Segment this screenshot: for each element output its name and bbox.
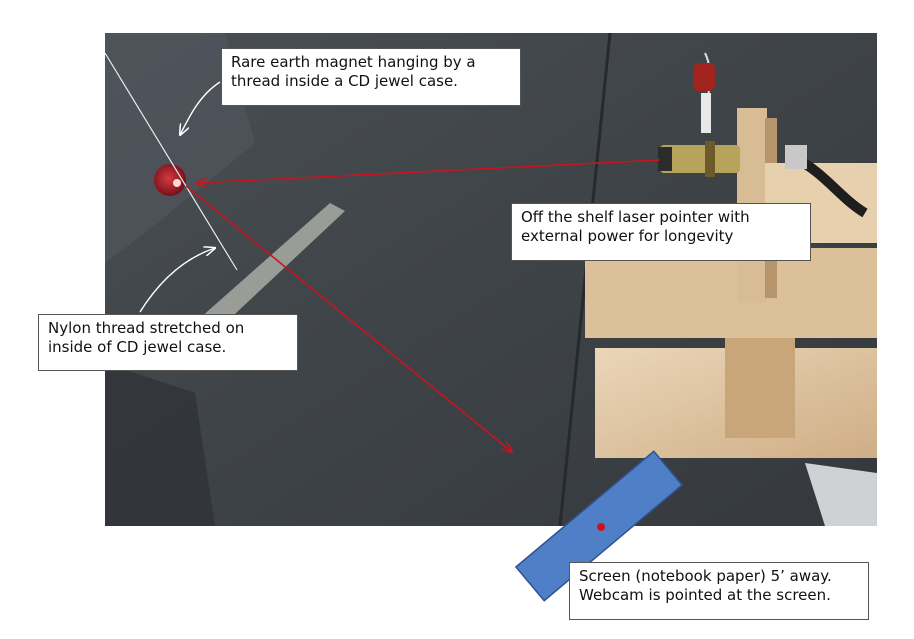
callout-nylon-thread: Nylon thread stretched on inside of CD j… bbox=[38, 314, 298, 371]
callout-laser-line2: external power for longevity bbox=[521, 227, 734, 245]
laser-beam-reflected-arrow bbox=[185, 185, 512, 452]
callout-laser-pointer: Off the shelf laser pointer with externa… bbox=[511, 203, 811, 261]
nylon-thread bbox=[105, 52, 238, 271]
metal-plate bbox=[805, 463, 877, 526]
white-connector bbox=[701, 93, 711, 133]
wood-block-face bbox=[725, 338, 795, 438]
lower-left-shadow bbox=[105, 363, 215, 526]
callout-laser-line1: Off the shelf laser pointer with bbox=[521, 208, 750, 226]
wood-block-middle bbox=[585, 248, 877, 338]
callout-screen-line1: Screen (notebook paper) 5’ away. bbox=[579, 567, 832, 585]
laser-pointer-clamp bbox=[705, 141, 715, 177]
callout-thread-line1: Nylon thread stretched on bbox=[48, 319, 245, 337]
thread-pointer-arrow bbox=[139, 248, 215, 313]
magnet-pointer-arrow bbox=[180, 81, 221, 135]
experiment-photo bbox=[105, 33, 877, 526]
callout-magnet-line2: thread inside a CD jewel case. bbox=[231, 72, 458, 90]
laser-spot-on-screen bbox=[597, 523, 605, 531]
callout-magnet: Rare earth magnet hanging by a thread in… bbox=[221, 48, 521, 106]
laser-beam-incoming-arrow bbox=[196, 159, 661, 183]
red-connector bbox=[693, 63, 715, 91]
metal-clip bbox=[785, 145, 807, 169]
jewel-case-panel bbox=[105, 33, 255, 263]
metal-bar bbox=[200, 203, 345, 328]
laser-pointer-tip bbox=[658, 147, 672, 171]
callout-magnet-line1: Rare earth magnet hanging by a bbox=[231, 53, 476, 71]
laser-spot-on-magnet bbox=[173, 179, 181, 187]
callout-screen: Screen (notebook paper) 5’ away. Webcam … bbox=[569, 562, 869, 620]
laser-pointer-body bbox=[660, 145, 740, 173]
callout-screen-line2: Webcam is pointed at the screen. bbox=[579, 586, 831, 604]
callout-thread-line2: inside of CD jewel case. bbox=[48, 338, 227, 356]
